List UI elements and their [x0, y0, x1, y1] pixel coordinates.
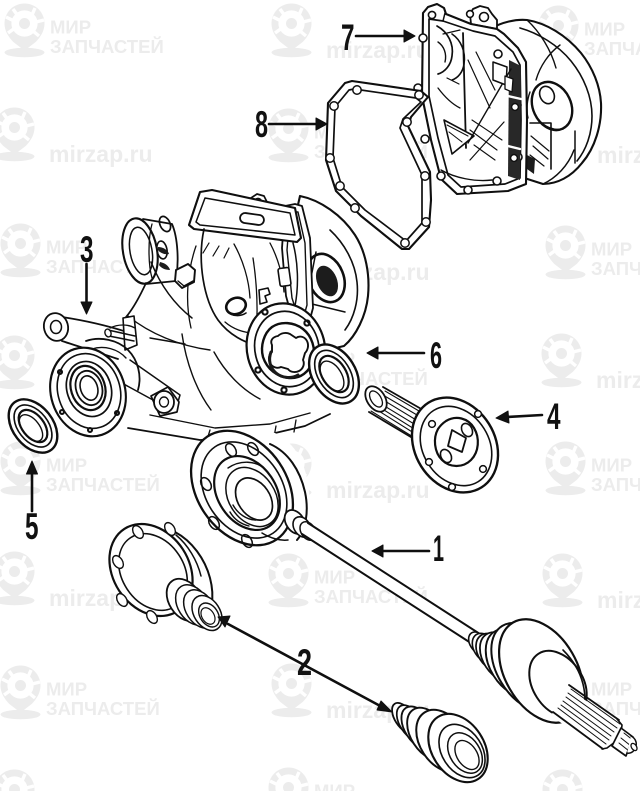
svg-text:5: 5 [25, 506, 39, 547]
svg-text:1: 1 [433, 528, 444, 569]
svg-text:7: 7 [341, 17, 355, 58]
svg-text:3: 3 [80, 229, 94, 270]
svg-text:8: 8 [255, 104, 268, 145]
svg-text:4: 4 [547, 396, 561, 437]
svg-text:2: 2 [297, 642, 312, 683]
svg-text:6: 6 [430, 335, 442, 376]
